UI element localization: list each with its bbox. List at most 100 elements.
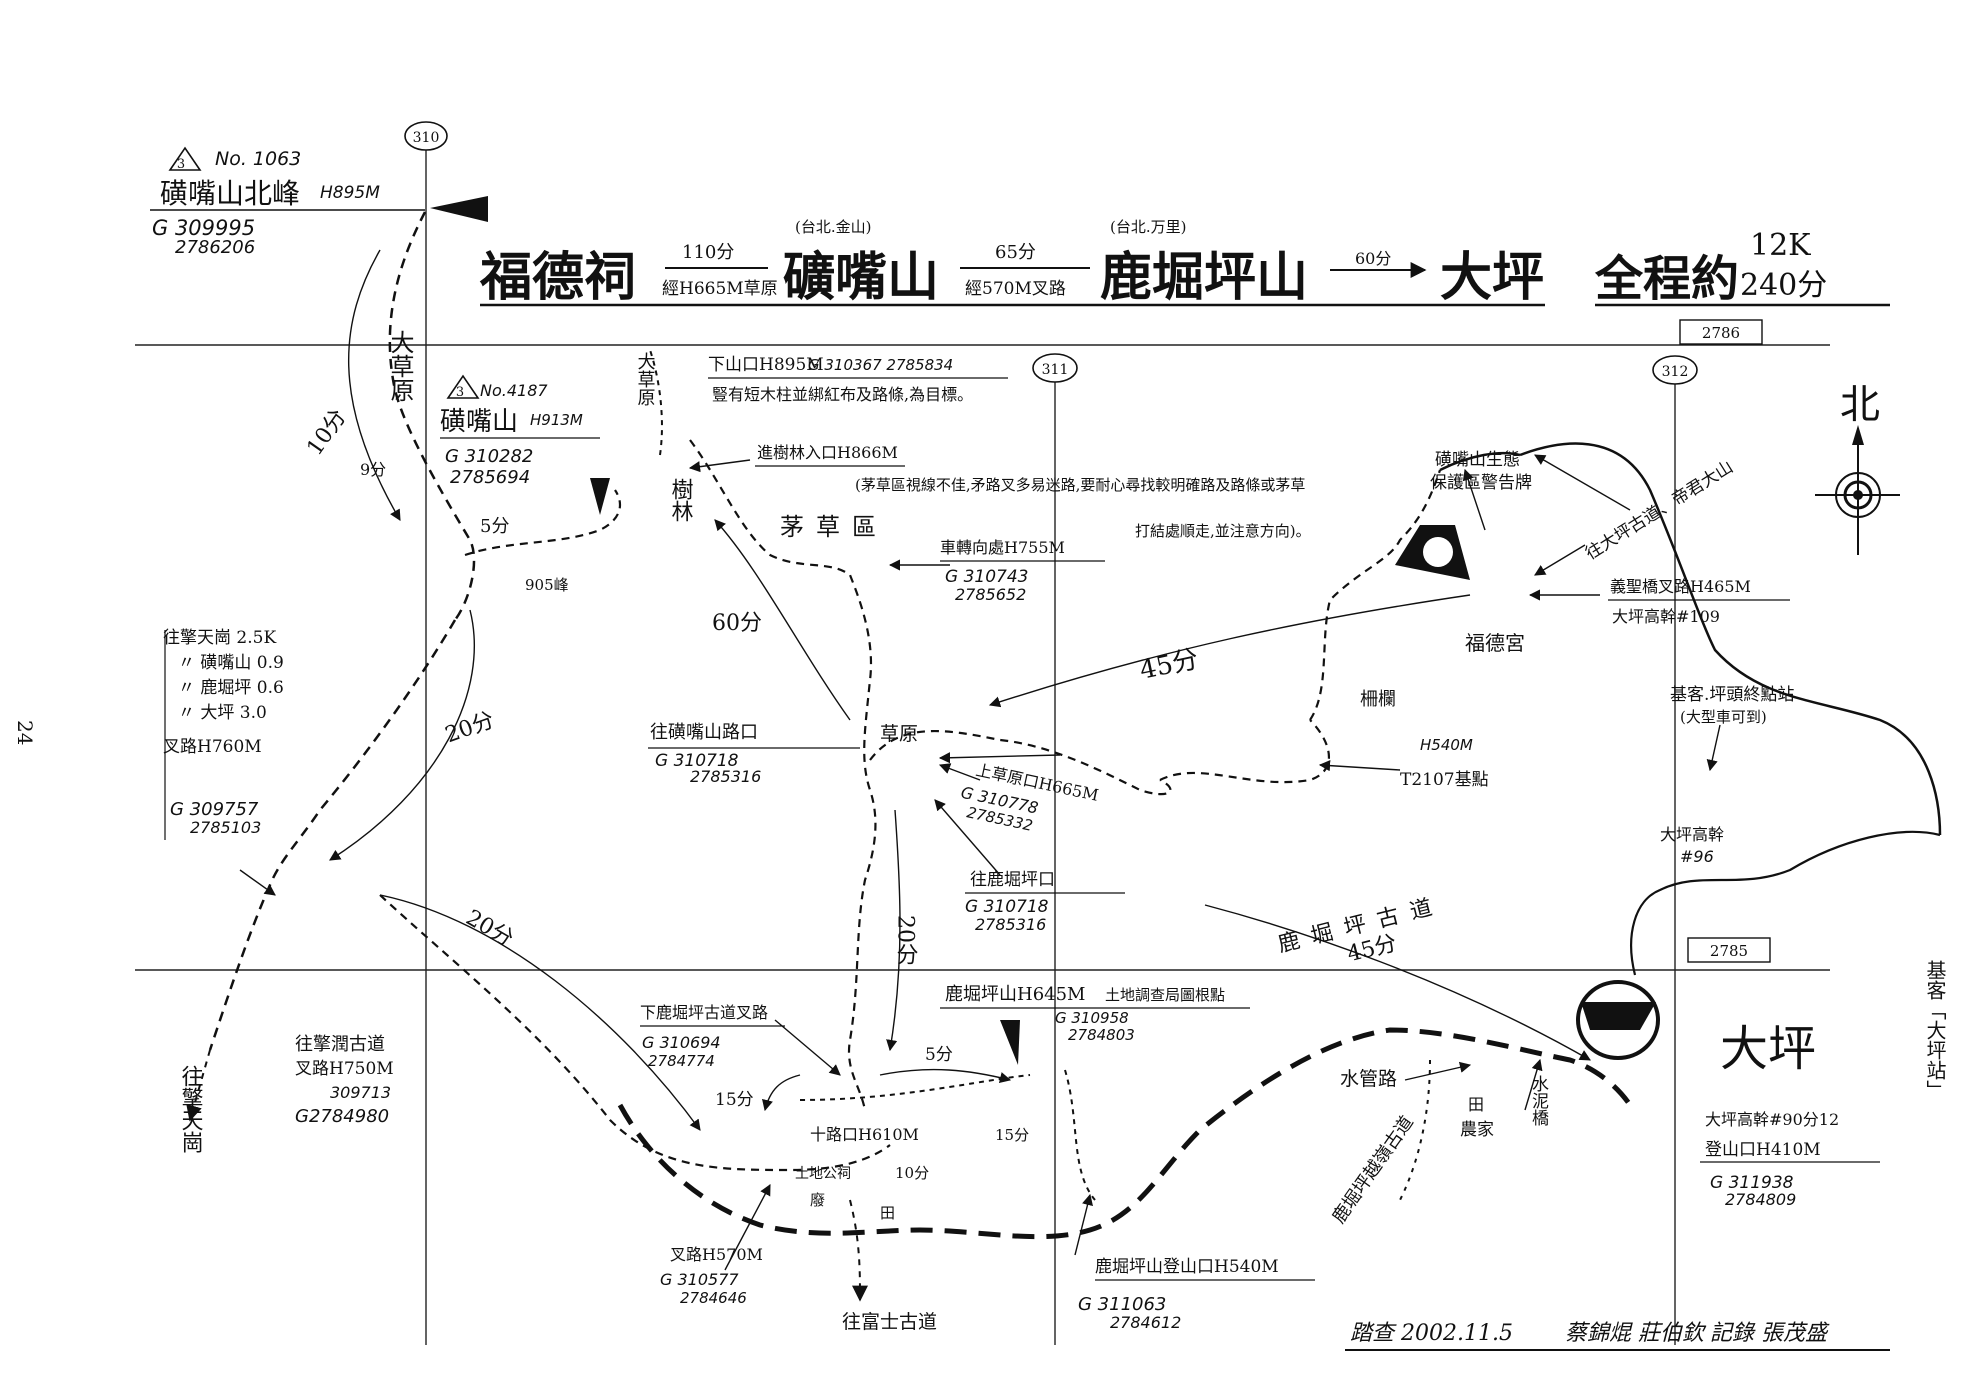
ancient-cross-label: 鹿堀坪越嶺古道: [1328, 1112, 1417, 1227]
to-huangzui-label: 往磺嘴山路口 G 310718 2785316: [648, 722, 860, 786]
svg-text:礦嘴山: 礦嘴山: [783, 247, 939, 308]
svg-text:2785316: 2785316: [975, 915, 1046, 934]
svg-text:G 310694: G 310694: [642, 1033, 721, 1052]
svg-text:義聖橋叉路H465M: 義聖橋叉路H465M: [1610, 577, 1751, 596]
svg-text:12K: 12K: [1750, 228, 1811, 263]
svg-text:312: 312: [1662, 364, 1689, 380]
svg-text:G 310367 2785834: G 310367 2785834: [808, 356, 953, 374]
datping-pole-label: 大坪高幹#90分12 登山口H410M G 311938 2784809: [1700, 1110, 1880, 1209]
grid-label-311: 311: [1032, 353, 1078, 383]
compass-rose: 北: [1815, 382, 1900, 555]
svg-text:往鹿堀坪口: 往鹿堀坪口: [970, 870, 1055, 890]
svg-text:No.4187: No.4187: [480, 381, 548, 400]
forest-entry-label: 進樹林入口H866M: [755, 443, 905, 467]
field-label: 田: [880, 1204, 895, 1222]
to-fushi-label: 往富士古道: [842, 1311, 937, 1333]
grass-zone-note-1: (茅草區視線不佳,矛路叉多易迷路,要耐心尋找較明確路及路條或茅草: [855, 476, 1305, 494]
luku-peak-label: 鹿堀坪山H645M 土地調查局圖根點 G 310958 2784803: [940, 984, 1250, 1044]
svg-text:福德祠: 福德祠: [479, 247, 636, 308]
svg-text:基客.坪頭終點站: 基客.坪頭終點站: [1670, 685, 1794, 705]
qingtian-road-label: 往擎潤古道 叉路H750M 309713 G2784980: [295, 1034, 394, 1127]
farmhouse-label: 農家: [1460, 1120, 1494, 1140]
svg-text:110分: 110分: [682, 242, 734, 263]
svg-text:叉路H760M: 叉路H760M: [163, 737, 262, 757]
time-label-9: 9分: [360, 460, 386, 479]
svg-text:2784774: 2784774: [648, 1052, 715, 1070]
lower-fork-label: 下鹿堀坪古道叉路 G 310694 2784774: [640, 1003, 785, 1070]
fork-570-label: 叉路H570M G 310577 2784646: [660, 1245, 763, 1307]
field2-label: 田: [1468, 1095, 1484, 1114]
svg-text:G 310282: G 310282: [445, 446, 533, 467]
svg-text:(台北.万里): (台北.万里): [1110, 218, 1186, 236]
time-label-10: 10分: [302, 405, 351, 460]
svg-text:磺嘴山生態: 磺嘴山生態: [1435, 450, 1520, 470]
svg-text:往擎潤古道: 往擎潤古道: [295, 1034, 385, 1055]
luku-peak-flag-icon: [1000, 1020, 1020, 1065]
svg-text:(大型車可到): (大型車可到): [1680, 708, 1767, 726]
grass-zone-label: 茅草區: [780, 513, 888, 541]
svg-text:往擎天崗 2.5K: 往擎天崗 2.5K: [163, 628, 276, 648]
grassland2-vertical-label: 大草原: [635, 352, 656, 406]
svg-text:大坪高幹#90分12: 大坪高幹#90分12: [1705, 1110, 1839, 1129]
svg-text:G 311938: G 311938: [1710, 1173, 1794, 1193]
svg-text:豎有短木柱並綁紅布及路條,為目標。: 豎有短木柱並綁紅布及路條,為目標。: [712, 385, 973, 404]
svg-text:#96: #96: [1680, 847, 1714, 866]
grass-zone-note-2: 打結處順走,並注意方向)。: [1135, 522, 1311, 540]
grid-label-312: 312: [1652, 355, 1698, 385]
upper-grass-label: 上草原口H665M G 310778 2785332: [959, 760, 1100, 835]
svg-text:全程約: 全程約: [1594, 251, 1739, 307]
svg-text:(台北.金山): (台北.金山): [795, 218, 871, 236]
time-label-15b: 15分: [995, 1126, 1029, 1144]
svg-text:65分: 65分: [995, 242, 1036, 263]
svg-text:北: 北: [1840, 382, 1880, 428]
pole-96-label: 大坪高幹 #96: [1660, 825, 1724, 866]
bus-stop-vertical-label: 基客「大坪站」: [1923, 960, 1947, 1100]
svg-text:G2784980: G2784980: [295, 1106, 389, 1127]
fude-temple-marker-icon: [1395, 525, 1470, 580]
svg-text:G 310743: G 310743: [945, 567, 1028, 587]
peak-905-label: 905峰: [525, 576, 569, 594]
svg-text:3: 3: [177, 157, 185, 172]
svg-text:H895M: H895M: [320, 183, 380, 203]
svg-text:No. 1063: No. 1063: [215, 148, 301, 170]
time-label-20b: 20分: [893, 915, 919, 965]
time-label-20c: 20分: [462, 905, 518, 952]
svg-text:G 310958: G 310958: [1055, 1009, 1129, 1027]
svg-text:60分: 60分: [1355, 249, 1391, 268]
svg-text:保護區警告牌: 保護區警告牌: [1430, 473, 1532, 493]
t2107-label: H540M T2107基點: [1400, 736, 1489, 790]
svg-text:下鹿堀坪古道叉路: 下鹿堀坪古道叉路: [640, 1003, 768, 1022]
svg-text:2784646: 2784646: [680, 1289, 747, 1307]
luku-trailhead-label: 鹿堀坪山登山口H540M G 311063 2784612: [1078, 1257, 1315, 1332]
svg-text:蔡錦焜 莊伯欽: 蔡錦焜 莊伯欽: [1565, 1321, 1707, 1346]
svg-text:〃 磺嘴山 0.9: 〃 磺嘴山 0.9: [178, 653, 284, 673]
svg-text:踏查 2002.11.5: 踏查 2002.11.5: [1350, 1321, 1513, 1346]
svg-text:3: 3: [456, 385, 464, 400]
north-arrow-icon: [1852, 425, 1864, 445]
svg-text:經H665M草原: 經H665M草原: [662, 279, 778, 299]
svg-text:〃 大坪 3.0: 〃 大坪 3.0: [178, 703, 267, 723]
north-peak-flag-icon: [430, 196, 488, 222]
svg-text:G 310718: G 310718: [655, 751, 739, 771]
fude-temple-label: 福德宮: [1465, 631, 1525, 655]
svg-text:叉路H750M: 叉路H750M: [295, 1059, 394, 1079]
svg-text:2784809: 2784809: [1725, 1190, 1796, 1209]
svg-text:309713: 309713: [330, 1083, 391, 1102]
svg-text:H540M: H540M: [1420, 736, 1473, 754]
time-label-20a: 20分: [442, 708, 498, 749]
svg-text:磺嘴山: 磺嘴山: [440, 407, 518, 437]
ruins-label: 廢: [810, 1191, 825, 1209]
svg-text:經570M叉路: 經570M叉路: [965, 279, 1066, 299]
svg-text:G 309757: G 309757: [170, 799, 259, 820]
svg-text:大坪高幹: 大坪高幹: [1660, 825, 1724, 844]
forest-vertical-label: 樹林: [668, 478, 694, 522]
to-luku-label: 往鹿堀坪口 G 310718 2785316: [965, 870, 1125, 934]
main-peak-label: 3 No.4187 磺嘴山 H913M G 310282 2785694: [440, 374, 600, 488]
svg-text:G 309995: G 309995: [152, 216, 255, 240]
svg-text:磺嘴山北峰: 磺嘴山北峰: [160, 177, 300, 210]
trail-routes: [186, 211, 1942, 1302]
svg-text:2785103: 2785103: [190, 818, 261, 837]
grid-label-310: 310: [404, 121, 448, 151]
svg-text:2785694: 2785694: [450, 467, 530, 488]
